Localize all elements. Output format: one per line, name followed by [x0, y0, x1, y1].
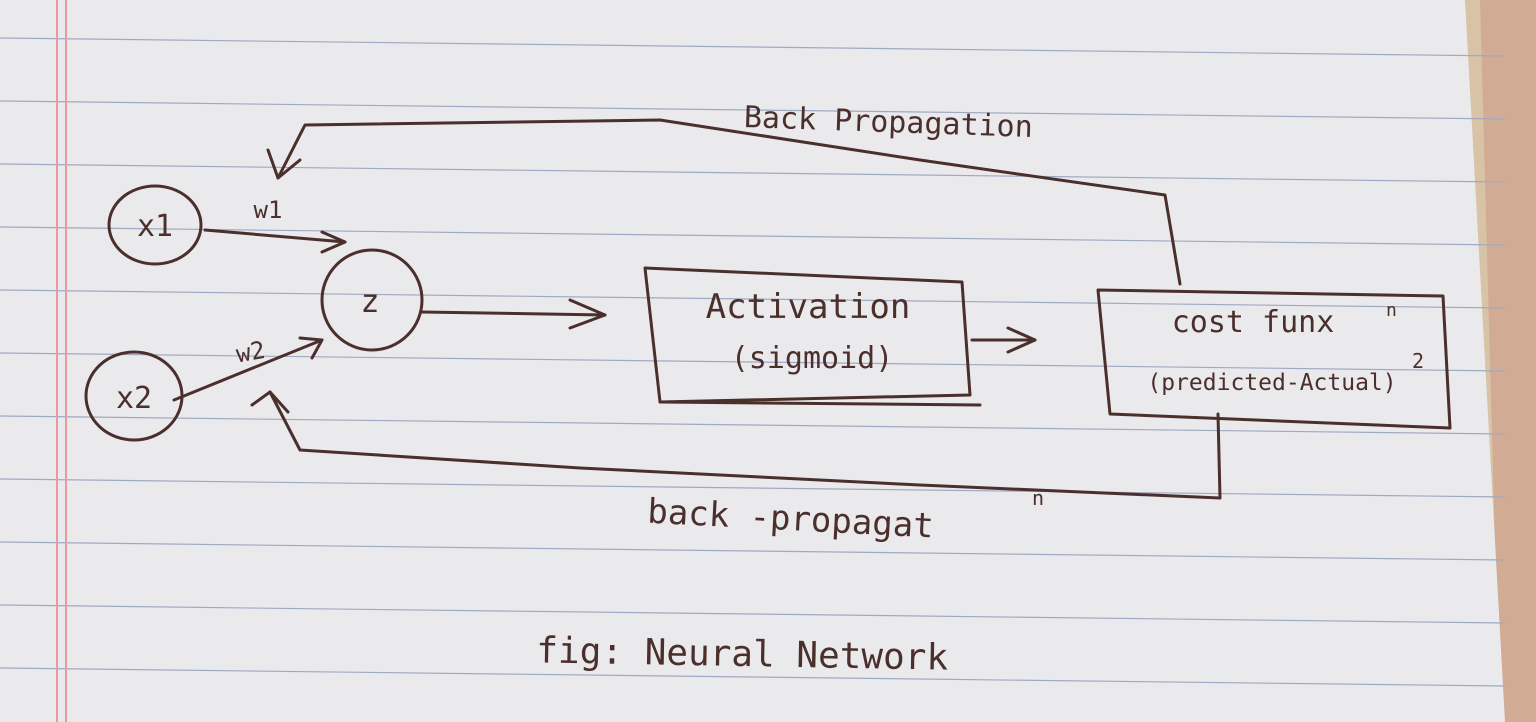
- edge-x2-to-z: [172, 338, 324, 402]
- arrowhead-z-activation: [568, 298, 607, 330]
- ruled-line: [0, 604, 1506, 624]
- ruled-line: [0, 163, 1506, 183]
- arrowhead-bottom-back-propagation: [250, 390, 290, 414]
- edge-x1-to-z: [203, 228, 347, 244]
- arrowhead-top-back-propagation: [266, 148, 302, 180]
- cost-title: cost funx: [1172, 305, 1335, 340]
- input-node-x1: [107, 184, 203, 266]
- ruled-line: [0, 37, 1506, 57]
- ruled-line: [0, 226, 1506, 246]
- activation-title: Activation: [706, 287, 911, 327]
- activation-box-shadow: [658, 400, 982, 407]
- ruled-line: [0, 289, 1506, 309]
- input-label-x1: x1: [137, 209, 173, 244]
- activation-subtitle: (sigmoid): [731, 341, 894, 376]
- activation-box: [643, 266, 972, 404]
- ruled-line: [0, 478, 1506, 498]
- sum-node-z: [320, 248, 424, 352]
- cost-title-superscript: n: [1386, 300, 1397, 321]
- ruled-line: [0, 100, 1506, 120]
- arrowhead-w1: [320, 230, 347, 254]
- cost-formula: (predicted-Actual): [1147, 370, 1396, 396]
- input-label-x2: x2: [116, 381, 152, 416]
- fabric-pattern: [1480, 0, 1536, 722]
- ruled-line: [0, 541, 1506, 561]
- ruled-line: [0, 667, 1506, 687]
- sum-node-label: z: [360, 282, 379, 320]
- arrowhead-activation-cost: [1006, 326, 1037, 354]
- edge-z-to-activation: [420, 310, 607, 317]
- weight-label-w1: w1: [254, 196, 283, 224]
- cost-box: [1096, 288, 1452, 430]
- cost-formula-superscript: 2: [1412, 349, 1424, 373]
- bottom-back-propagation-superscript: n: [1032, 486, 1044, 510]
- weight-label-w2: w2: [234, 336, 267, 369]
- ruled-line: [0, 415, 1506, 435]
- arrowhead-w2: [298, 336, 324, 360]
- back-propagation-top-arrow: [276, 118, 1182, 286]
- ruled-line: [0, 352, 1506, 372]
- figure-caption: fig: Neural Network: [536, 630, 949, 678]
- back-propagation-bottom-arrow: [268, 390, 1222, 500]
- paper-sheet: [0, 0, 1505, 722]
- ruled-lines: [0, 37, 1506, 687]
